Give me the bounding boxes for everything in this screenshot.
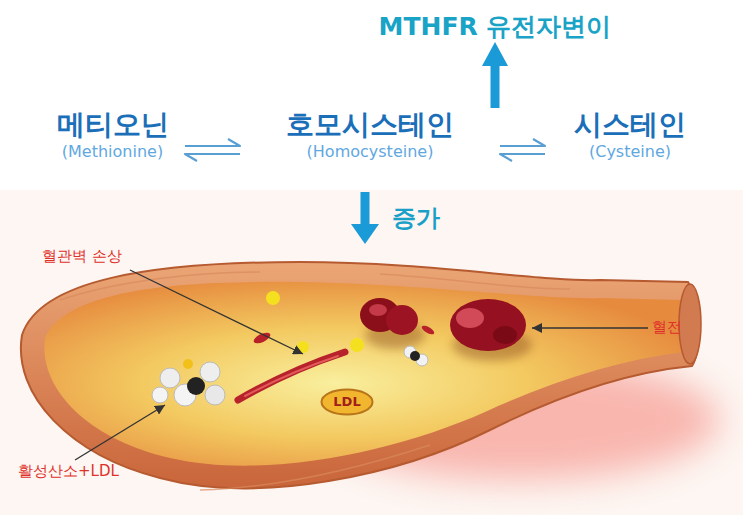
- radical-cluster: [152, 387, 168, 403]
- callout-label: 혈전: [652, 318, 682, 336]
- node-heading: 호모시스테인: [286, 108, 454, 142]
- compound-label: 호모시스테인(Homocysteine): [240, 108, 500, 161]
- yellow-particle: [266, 291, 280, 305]
- callout-label: 활성산소+LDL: [18, 462, 119, 480]
- node-subtitle: (Methionine): [62, 142, 163, 161]
- red-fleck: [420, 324, 435, 336]
- yellow-particle: [350, 338, 364, 352]
- radical-cluster: [200, 362, 220, 382]
- vessel-wall: [21, 262, 699, 488]
- leader-line: [532, 327, 648, 328]
- background-tint: [0, 190, 743, 515]
- ldl-oxidized-core: [410, 351, 420, 361]
- clot-highlight: [493, 326, 517, 344]
- vessel-opening: [679, 284, 701, 364]
- node-subtitle: (Homocysteine): [307, 142, 434, 161]
- vessel-lumen: [44, 282, 688, 466]
- gene-mutation-label: MTHFR 유전자변이: [365, 12, 625, 42]
- ldl-oxidized-core: [187, 377, 205, 395]
- node-subtitle: (Cysteine): [589, 142, 671, 161]
- blood-clot: [386, 305, 418, 335]
- blood-clot: [450, 299, 526, 351]
- node-heading: MTHFR 유전자변이: [379, 12, 612, 42]
- ldl-ellipse-fill: [322, 390, 373, 415]
- compound-label: 메티오닌(Methionine): [40, 108, 185, 161]
- increase-arrow-head: [351, 224, 379, 244]
- increase-label: 증가: [392, 204, 440, 233]
- leader-line: [130, 270, 303, 354]
- increase-arrow: [361, 192, 370, 226]
- wall-damage-highlight: [245, 356, 338, 396]
- flow-arrow: [491, 64, 500, 108]
- node-heading: 메티오닌: [57, 108, 169, 142]
- clot-highlight: [369, 304, 387, 316]
- equilibrium-arrow: [500, 139, 545, 161]
- yellow-particle: [183, 359, 193, 369]
- equilibrium-arrow: [185, 139, 240, 161]
- node-heading: LDL: [333, 394, 360, 410]
- radical-cluster: [160, 368, 180, 388]
- clot-highlight: [456, 308, 484, 328]
- ldl-particle: LDL: [320, 388, 374, 416]
- wall-texture: [60, 272, 570, 490]
- compound-label: 시스테인(Cysteine): [545, 108, 715, 161]
- callout-label: 혈관벽 손상: [42, 247, 122, 265]
- node-heading: 시스테인: [574, 108, 686, 142]
- yellow-particle: [297, 341, 309, 353]
- leader-line: [75, 405, 165, 460]
- radical-cluster: [205, 385, 225, 405]
